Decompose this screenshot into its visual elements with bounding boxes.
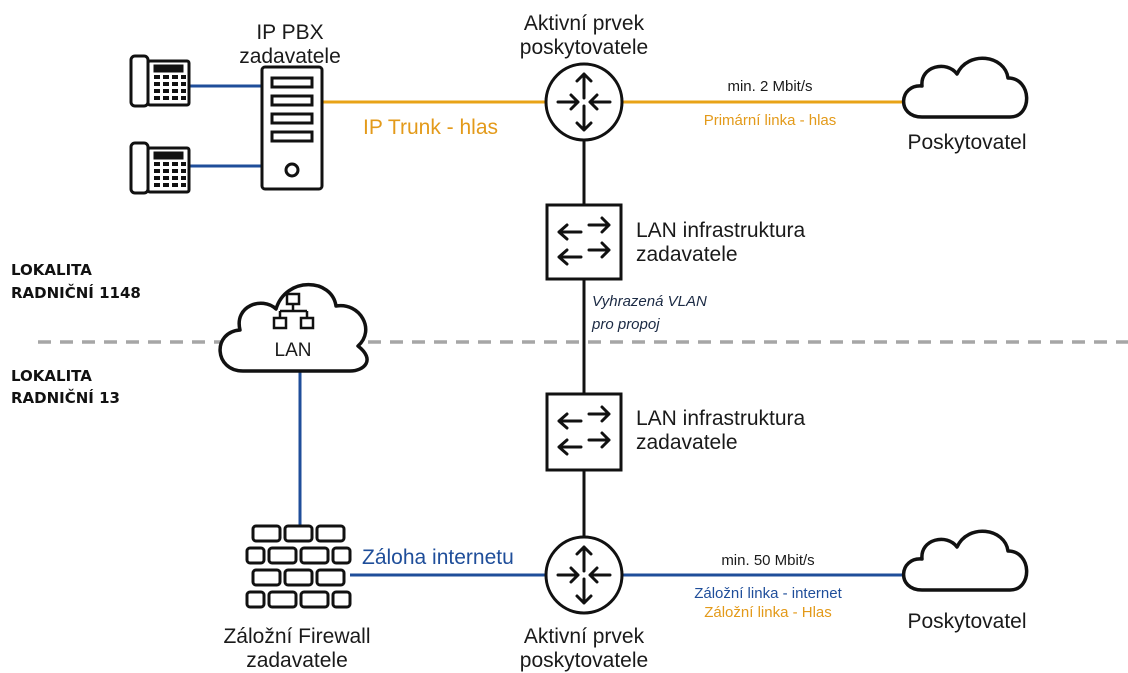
firewall-brick-icon xyxy=(245,524,352,609)
cloud-icon xyxy=(901,529,1029,592)
switch-bottom-label: LAN infrastruktura xyxy=(636,407,806,430)
switch-icon xyxy=(545,203,623,281)
provider-top-label: Poskytovatel xyxy=(907,131,1026,154)
switch-icon xyxy=(545,392,623,472)
bottom-speed-label: min. 50 Mbit/s xyxy=(721,552,814,569)
backup-internet-label: Záloha internetu xyxy=(362,546,514,569)
server-icon xyxy=(260,65,324,191)
switch-top-label: zadavatele xyxy=(636,243,738,266)
router-bottom-label: Aktivní prvek xyxy=(524,625,645,648)
vlan-label: Vyhrazená VLAN xyxy=(592,293,707,310)
desk-phone-icon xyxy=(129,54,191,108)
vlan-label: pro propoj xyxy=(591,316,660,333)
provider-bottom-label: Poskytovatel xyxy=(907,610,1026,633)
desk-phone-icon xyxy=(129,141,191,195)
location-top-label: LOKALITA xyxy=(11,261,92,279)
network-tree-icon xyxy=(272,292,315,330)
location-top-label: RADNIČNÍ 1148 xyxy=(11,283,141,302)
ip-trunk-label: IP Trunk - hlas xyxy=(363,116,498,139)
bottom-backup-internet-label: Záložní linka - internet xyxy=(694,585,842,602)
bottom-backup-voice-label: Záložní linka - Hlas xyxy=(704,604,832,621)
router-icon xyxy=(544,535,624,615)
lan-cloud-label: LAN xyxy=(275,340,312,361)
location-bottom-label: LOKALITA xyxy=(11,367,92,385)
location-bottom-label: RADNIČNÍ 13 xyxy=(11,388,120,407)
cloud-icon xyxy=(218,283,369,373)
router-bottom-label: poskytovatele xyxy=(520,649,648,672)
router-top-label: Aktivní prvek xyxy=(524,12,645,35)
firewall-label: Záložní Firewall xyxy=(223,625,370,648)
pbx-label: zadavatele xyxy=(239,45,341,68)
top-primary-label: Primární linka - hlas xyxy=(704,112,837,129)
pbx-label: IP PBX xyxy=(256,21,323,44)
router-icon xyxy=(544,62,624,142)
connections xyxy=(190,84,912,577)
cloud-icon xyxy=(901,56,1029,119)
switch-bottom-label: zadavatele xyxy=(636,431,738,454)
top-speed-label: min. 2 Mbit/s xyxy=(727,78,812,95)
firewall-label: zadavatele xyxy=(246,649,348,672)
router-top-label: poskytovatele xyxy=(520,36,648,59)
switch-top-label: LAN infrastruktura xyxy=(636,219,806,242)
